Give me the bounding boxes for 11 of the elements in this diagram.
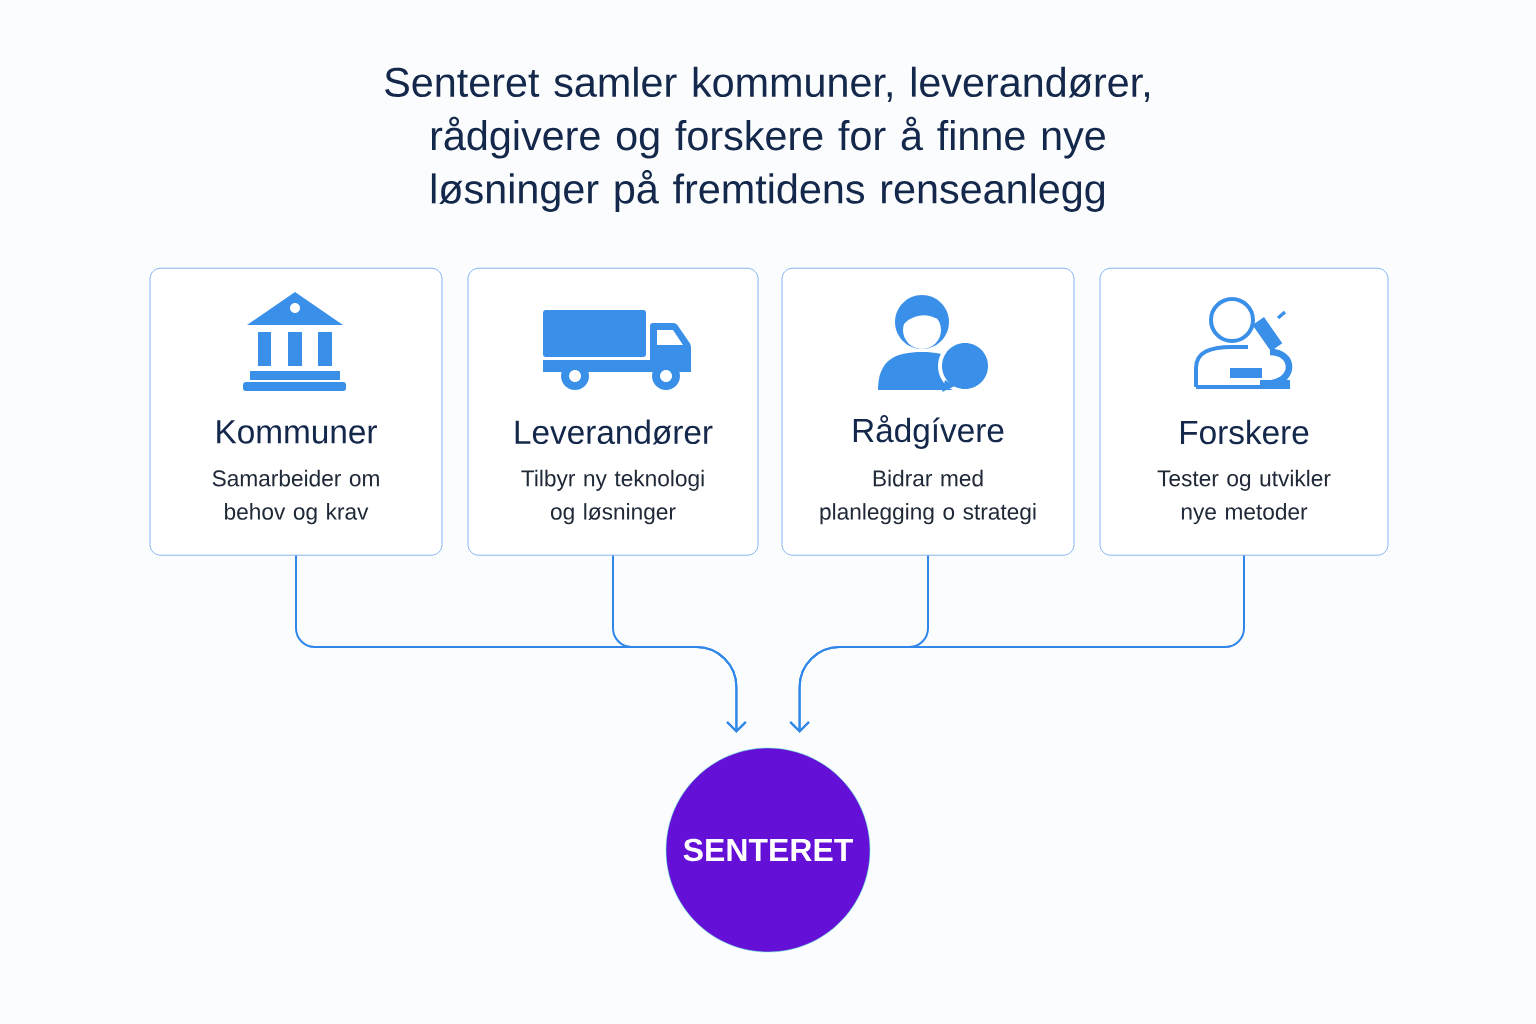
card-description: Samarbeider om behov og krav: [212, 469, 379, 525]
card-heading: Rådgívere: [853, 415, 1004, 449]
connector-arrow: [789, 554, 1245, 733]
connector-arrow: [612, 554, 747, 733]
title: Senteret samler kommuner, leverandører, rådgivere og forskere for å finne nye løsninger på fremtidens renseanlegg: [385, 66, 1149, 212]
card-heading: Kommuner: [217, 420, 377, 444]
card-heading: Leverandører: [515, 419, 713, 445]
card-description: Tilbyr ny teknologi og løsninger: [521, 469, 704, 525]
card-description: Bidrar med planlegging o strategi: [820, 469, 1036, 525]
card-heading: Forskere: [1181, 419, 1309, 445]
card-description: Tester og utvikler nye metoder: [1157, 469, 1331, 525]
